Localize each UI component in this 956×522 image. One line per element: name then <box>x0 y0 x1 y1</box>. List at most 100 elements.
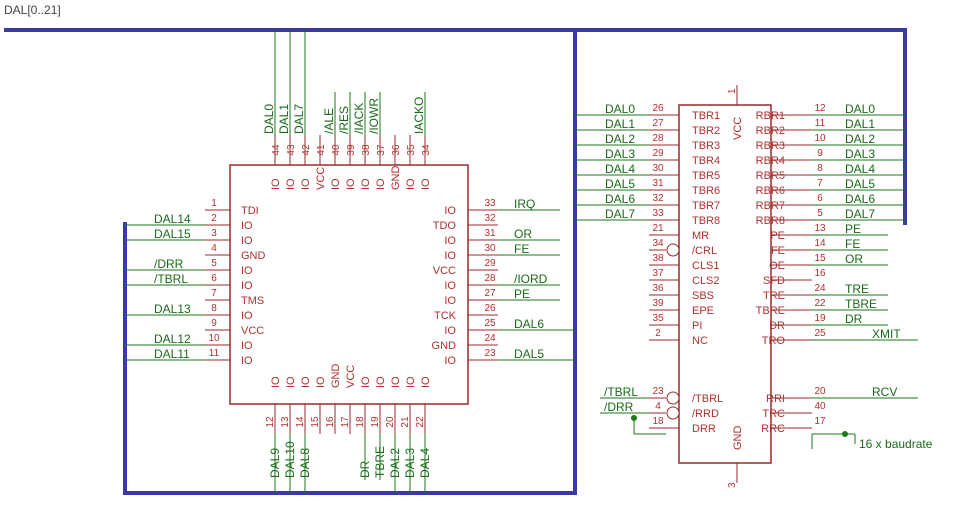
cpld-pin-number: 4 <box>211 243 217 254</box>
uart-pin-number: 17 <box>814 416 826 427</box>
uart-pin-number: 34 <box>652 238 664 249</box>
uart-pin-label: /CRL <box>692 245 717 257</box>
cpld-pin-number: 8 <box>211 303 217 314</box>
uart-net-label: DAL7 <box>845 207 875 221</box>
cpld-pin-label: IO <box>420 178 432 190</box>
cpld-pin-label: IO <box>375 376 387 388</box>
cpld-pin-number: 32 <box>484 213 496 224</box>
cpld-pin-label: IO <box>285 376 297 388</box>
cpld-pin-label: IO <box>360 376 372 388</box>
uart-pin-label: SBS <box>692 290 714 302</box>
uart-pin-number: 18 <box>652 416 664 427</box>
uart-pin-label: NC <box>692 335 708 347</box>
uart-net-label: DAL5 <box>845 177 875 191</box>
junction-baud <box>842 431 848 437</box>
uart-inverter-bubble <box>666 406 680 420</box>
uart-pin-label: TBR3 <box>692 140 720 152</box>
cpld-pin-label: GND <box>241 250 266 262</box>
cpld-pin-number: 11 <box>209 348 220 359</box>
baud-label: 16 x baudrate <box>859 437 933 451</box>
cpld-pin-number: 2 <box>211 213 217 224</box>
cpld-pin-number: 21 <box>400 416 411 428</box>
uart-net-label: /TBRL <box>604 385 638 399</box>
uart-pin-label: TBRE <box>756 305 785 317</box>
uart-net-label: DAL1 <box>605 117 635 131</box>
cpld-pin-number: 27 <box>484 288 496 299</box>
uart-pin-number: 2 <box>655 328 661 339</box>
cpld-pin-label: IO <box>241 355 253 367</box>
uart-net-label: RCV <box>872 385 897 399</box>
cpld-pin-number: 17 <box>340 416 351 428</box>
cpld-pin-number: 13 <box>280 416 291 428</box>
uart-gnd-label: GND <box>732 426 744 451</box>
uart-pin-number: 32 <box>652 193 664 204</box>
cpld-pin-number: 33 <box>484 198 496 209</box>
cpld-net-label: IRQ <box>514 197 535 211</box>
cpld-pin-number: 30 <box>484 243 496 254</box>
uart-pin-number: 39 <box>652 298 664 309</box>
uart-net-label: DAL2 <box>605 132 635 146</box>
uart-net-label: TRE <box>845 282 869 296</box>
uart-pin-label: RBR2 <box>756 125 785 137</box>
uart-pin-label: DRR <box>692 423 716 435</box>
cpld-pin-number: 1 <box>211 198 217 209</box>
cpld-pin-label: IO <box>444 235 456 247</box>
cpld-net-label: DAL0 <box>262 104 276 134</box>
cpld-net-label: DAL8 <box>298 448 312 478</box>
uart-net-label: DAL0 <box>845 102 875 116</box>
uart-pin-label: PE <box>770 230 785 242</box>
cpld-net-label: DAL9 <box>268 448 282 478</box>
uart-pin-number: 28 <box>652 133 664 144</box>
uart-pin-label: TBR4 <box>692 155 720 167</box>
uart-inverter-bubble <box>666 243 680 257</box>
cpld-pin-number: 9 <box>211 318 217 329</box>
cpld-pin-label: IO <box>444 325 456 337</box>
cpld-pin-number: 19 <box>370 416 381 428</box>
cpld-pin-label: IO <box>241 310 253 322</box>
uart-pin-number: 24 <box>814 283 826 294</box>
cpld-pin-number: 15 <box>310 416 321 428</box>
cpld-pin-number: 38 <box>361 144 372 156</box>
uart-pin-number: 22 <box>814 298 826 309</box>
uart-pin-label: RBR1 <box>756 110 785 122</box>
uart-pin-number: 31 <box>652 178 664 189</box>
cpld-pin-number: 26 <box>484 303 496 314</box>
uart-pin-label: TBR7 <box>692 200 720 212</box>
cpld-pin-label: IO <box>330 178 342 190</box>
uart-pin-number: 20 <box>814 386 826 397</box>
cpld-pin-label: IO <box>270 178 282 190</box>
cpld-pin-label: IO <box>241 220 253 232</box>
cpld-net-label: DAL7 <box>292 104 306 134</box>
uart-pin-number: 38 <box>652 253 664 264</box>
cpld-pin-label: IO <box>444 250 456 262</box>
uart-net-label: XMIT <box>872 327 901 341</box>
uart-pin-label: TBR8 <box>692 215 720 227</box>
cpld-pin-label: GND <box>390 166 402 191</box>
uart-pin-label: RBR6 <box>756 185 785 197</box>
cpld-net-label: OR <box>514 227 532 241</box>
cpld-pin-label: IO <box>420 376 432 388</box>
cpld-pin-number: 23 <box>484 348 496 359</box>
cpld-pin-label: IO <box>241 340 253 352</box>
uart-pin-label: MR <box>692 230 709 242</box>
uart-pin-label: /RRD <box>692 408 719 420</box>
uart-pin-label: TRE <box>763 290 785 302</box>
uart-net-label: DAL7 <box>605 207 635 221</box>
uart-net-label: DAL0 <box>605 102 635 116</box>
cpld-net-label: IACKO <box>412 97 426 134</box>
uart-pin-label: OE <box>769 260 785 272</box>
uart-net-label: DAL2 <box>845 132 875 146</box>
cpld-net-label: DAL3 <box>403 448 417 478</box>
uart-pin-number: 27 <box>652 118 664 129</box>
uart-vcc-pin-number: 1 <box>727 88 738 94</box>
cpld-pin-number: 12 <box>265 416 276 428</box>
uart-pin-label: TRC <box>762 408 785 420</box>
uart-pin-number: 37 <box>652 268 664 279</box>
uart-pin-number: 26 <box>652 103 664 114</box>
cpld-pin-number: 24 <box>484 333 496 344</box>
cpld-net-label: DAL15 <box>154 227 191 241</box>
pins-layer: 1TDI2IODAL143IODAL154GND5IO/DRR6IO/TBRL7… <box>125 30 918 493</box>
cpld-pin-number: 35 <box>406 144 417 156</box>
